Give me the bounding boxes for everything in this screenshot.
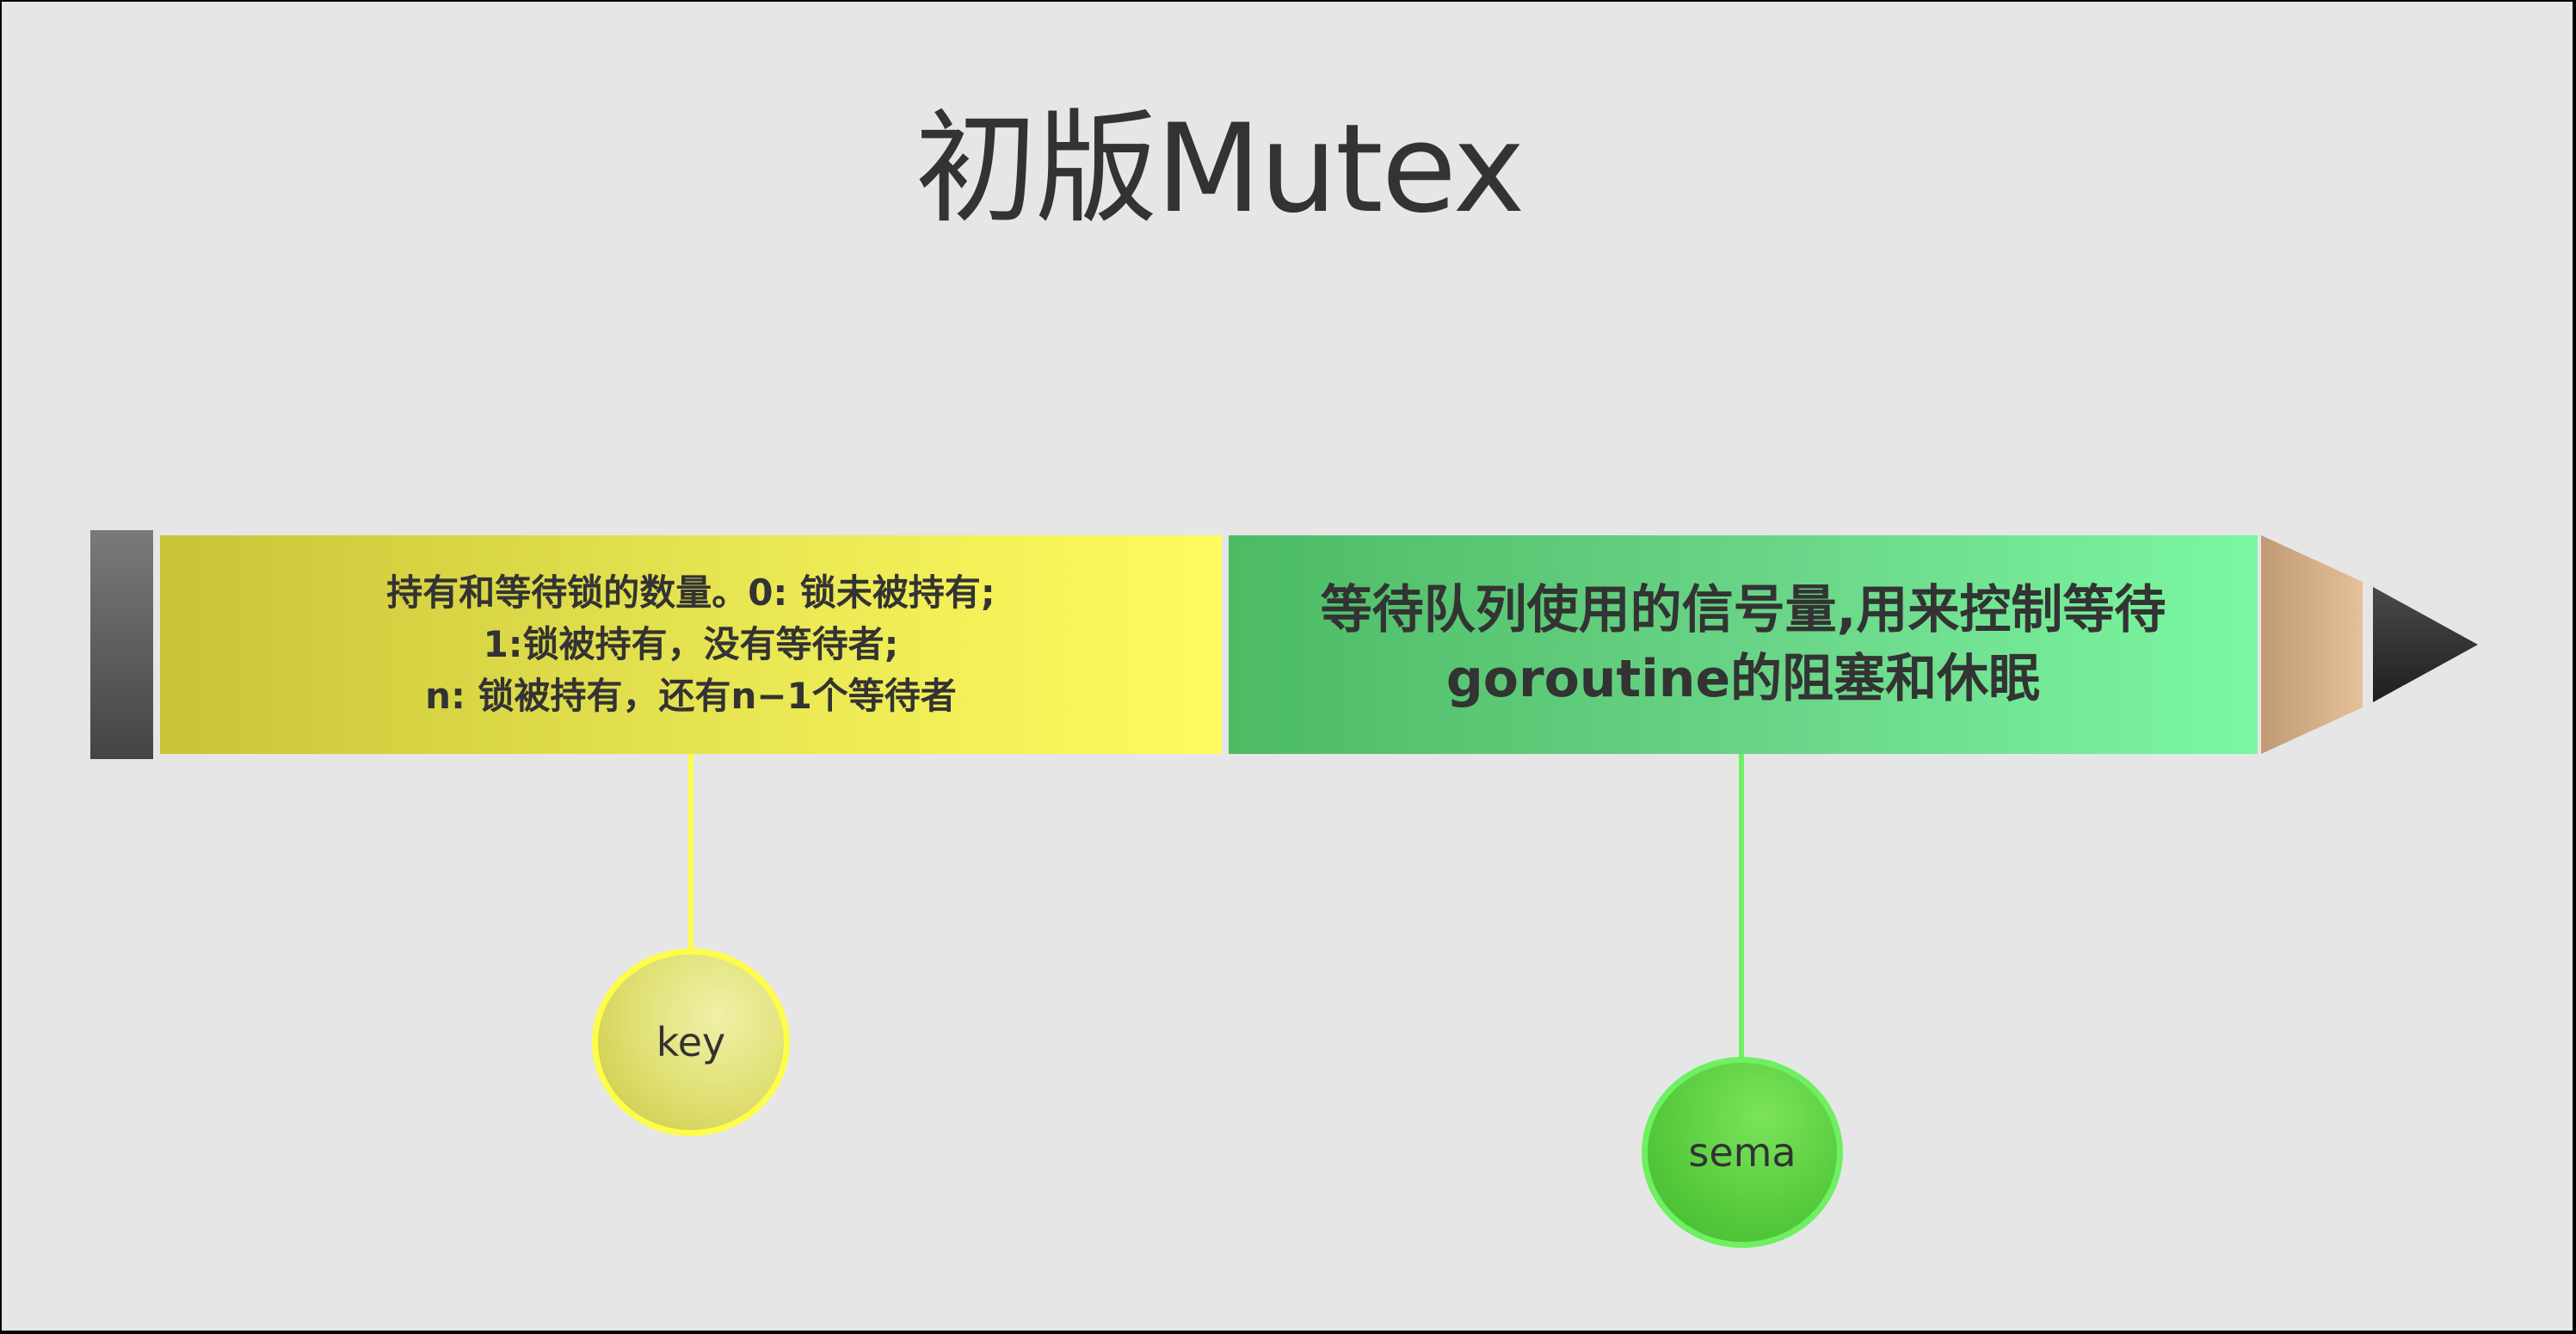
pencil-wood (2261, 535, 2363, 754)
diagram-title: 初版Mutex (915, 98, 1525, 240)
sema-label: sema (1688, 1129, 1796, 1176)
key-segment: 持有和等待锁的数量。0: 锁未被持有; 1:锁被持有，没有等待者; n: 锁被持… (160, 535, 1222, 754)
key-bubble: key (592, 948, 790, 1136)
key-label: key (656, 1019, 726, 1065)
key-description: 持有和等待锁的数量。0: 锁未被持有; 1:锁被持有，没有等待者; n: 锁被持… (386, 567, 995, 722)
key-connector (688, 754, 693, 952)
pencil-tip (2261, 535, 2478, 754)
key-description-line: n: 锁被持有，还有n−1个等待者 (425, 675, 957, 717)
sema-description-line: goroutine的阻塞和休眠 (1445, 649, 2041, 709)
sema-description-line: 等待队列使用的信号量,用来控制等待 (1320, 580, 2166, 640)
key-description-line: 1:锁被持有，没有等待者; (483, 623, 899, 665)
sema-bubble: sema (1642, 1057, 1843, 1248)
pencil-lead (2373, 587, 2478, 702)
sema-description: 等待队列使用的信号量,用来控制等待 goroutine的阻塞和休眠 (1321, 576, 2166, 713)
sema-connector (1739, 754, 1744, 1060)
sema-segment: 等待队列使用的信号量,用来控制等待 goroutine的阻塞和休眠 (1229, 535, 2258, 754)
key-description-line: 持有和等待锁的数量。0: 锁未被持有; (386, 571, 995, 614)
pencil-eraser (90, 530, 153, 759)
